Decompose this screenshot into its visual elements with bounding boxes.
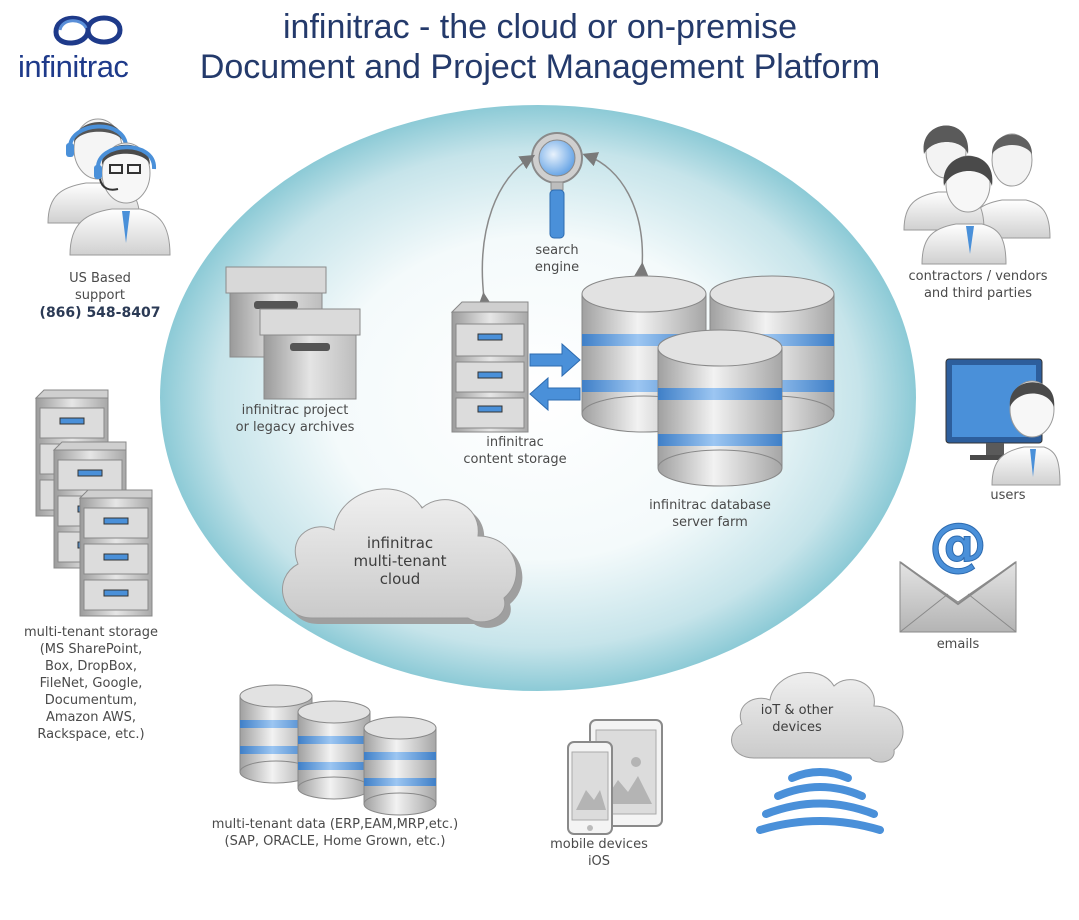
storage-cabinets-icon	[34, 389, 153, 617]
email-envelope-icon: @	[899, 510, 1017, 633]
search-engine-label: search engine	[534, 243, 580, 275]
logo-swirl-icon	[53, 15, 123, 46]
database-label: infinitrac database server farm	[649, 498, 771, 530]
contractors-label: contractors / vendors and third parties	[908, 269, 1048, 301]
emails-label: emails	[936, 637, 980, 652]
content-storage-label: infinitrac content storage	[463, 435, 567, 467]
mobile-label: mobile devices iOS	[550, 837, 648, 869]
data-databases-icon	[239, 684, 437, 816]
wireless-signal-icon	[756, 768, 884, 834]
multi-tenant-cloud-icon	[282, 488, 523, 628]
search-connector-arrows	[477, 152, 649, 308]
database-farm-icon	[581, 275, 835, 487]
sync-arrows-icon	[529, 342, 581, 412]
iot-label: ioT & other devices	[760, 703, 834, 735]
page-title-line-2: Document and Project Management Platform	[199, 48, 881, 86]
support-label: US Based support	[69, 271, 131, 303]
mobile-devices-icon	[567, 719, 663, 835]
file-cabinet-icon	[450, 301, 529, 433]
page-title-line-1: infinitrac - the cloud or on-premise	[282, 8, 797, 46]
contractors-icon	[903, 125, 1051, 265]
archives-label: infinitrac project or legacy archives	[235, 403, 355, 435]
iot-cloud-icon	[731, 672, 904, 763]
storage-label: multi-tenant storage (MS SharePoint, Box…	[23, 625, 159, 742]
data-label: multi-tenant data (ERP,EAM,MRP,etc.) (SA…	[211, 817, 459, 849]
support-phone[interactable]: (866) 548-8407	[39, 305, 161, 321]
svg-text:@: @	[929, 510, 987, 578]
archive-boxes-icon	[225, 266, 361, 400]
support-agents-icon	[47, 118, 171, 256]
users-label: users	[990, 488, 1026, 503]
cloud-label: infinitrac multi-tenant cloud	[353, 534, 447, 588]
user-monitor-icon	[945, 358, 1061, 486]
logo-text: infinitrac	[18, 49, 129, 84]
